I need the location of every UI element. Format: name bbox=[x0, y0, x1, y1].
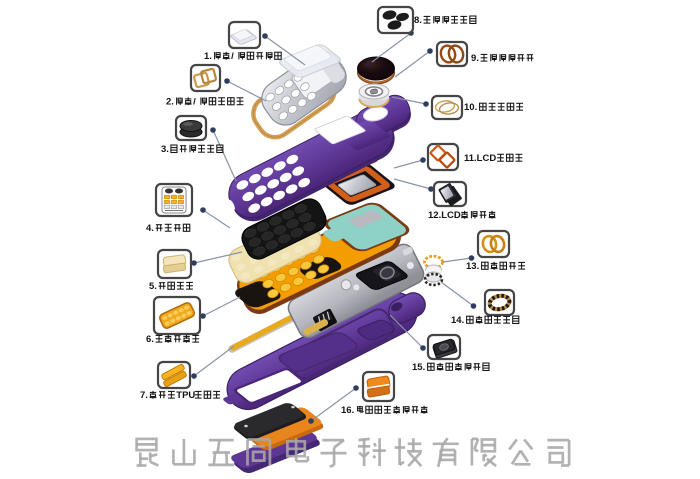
svg-text:14.: 14. bbox=[451, 315, 464, 326]
svg-text:1.: 1. bbox=[204, 51, 212, 62]
svg-text:12.LCD: 12.LCD bbox=[428, 210, 461, 221]
svg-text:4.: 4. bbox=[146, 223, 154, 234]
svg-text:/: / bbox=[193, 96, 196, 107]
svg-text:15.: 15. bbox=[412, 362, 425, 373]
svg-text:7.: 7. bbox=[140, 390, 148, 401]
svg-text:10.: 10. bbox=[464, 102, 477, 113]
svg-text:13.: 13. bbox=[466, 261, 479, 272]
svg-text:3.: 3. bbox=[161, 144, 169, 155]
svg-text:8.: 8. bbox=[414, 15, 422, 26]
svg-text:2.: 2. bbox=[166, 96, 174, 107]
svg-text:9.: 9. bbox=[471, 53, 479, 64]
svg-text:5.: 5. bbox=[149, 281, 157, 292]
svg-text:/: / bbox=[231, 51, 234, 62]
svg-text:11.LCD: 11.LCD bbox=[464, 153, 496, 164]
svg-text:6.: 6. bbox=[146, 334, 154, 345]
svg-text:TPU: TPU bbox=[176, 390, 195, 401]
svg-text:16.: 16. bbox=[341, 405, 354, 416]
